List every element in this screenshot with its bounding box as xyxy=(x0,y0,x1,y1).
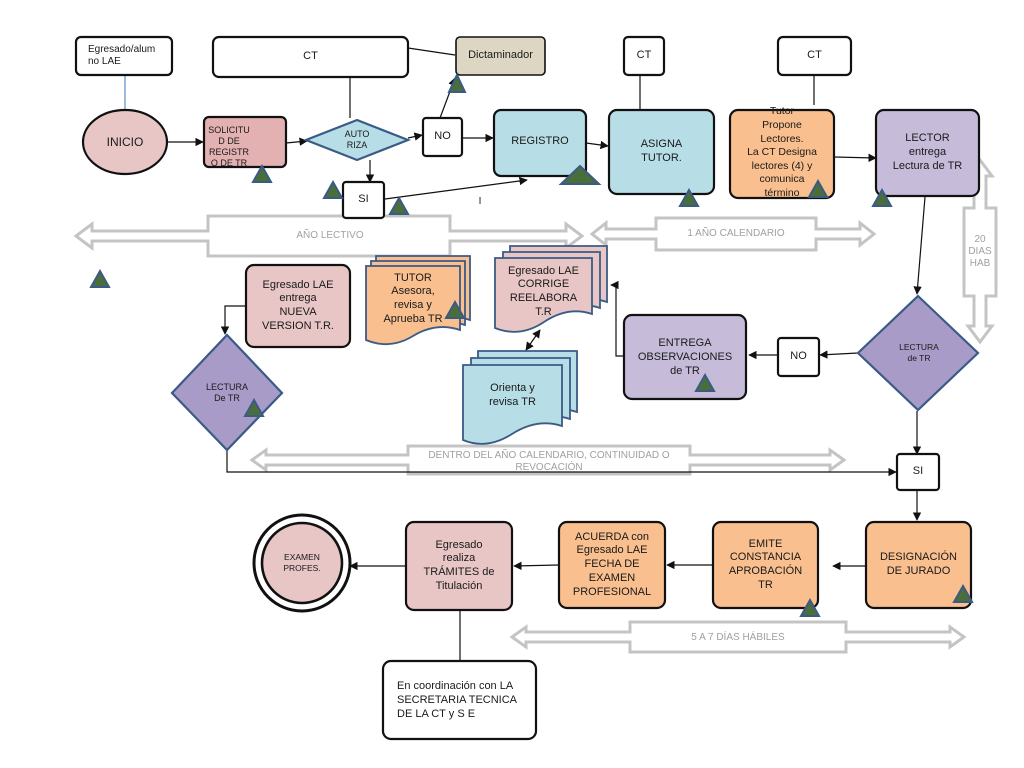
triangle-icon xyxy=(444,299,466,319)
ct-propone-box xyxy=(776,35,853,77)
timeline-ano-calendario-label: 1 AÑO CALENDARIO xyxy=(687,227,785,239)
orienta-stack xyxy=(462,350,578,445)
triangle-icon xyxy=(558,164,602,185)
dictaminador-box xyxy=(455,36,546,76)
solicitud-label: SOLICITU D DE REGISTR O DE TR xyxy=(208,124,250,169)
timeline-ano-lectivo xyxy=(73,214,585,258)
triangle-icon xyxy=(447,72,467,93)
lectura-left-diamond xyxy=(170,333,284,452)
acuerda-box xyxy=(557,520,667,610)
coordinacion-label: En coordinación con LA SECRETARIA TECNIC… xyxy=(397,680,518,720)
designacion-label: DESIGNACIÓN DE JURADO xyxy=(879,551,957,577)
timeline-20-dias-label: 20 DIAS HAB xyxy=(968,234,992,269)
dictaminador-label: Dictaminador xyxy=(468,49,533,62)
si-top-label: SI xyxy=(358,193,369,206)
i-mark-label: I xyxy=(478,195,482,207)
si-bottom-label: SI xyxy=(912,465,924,478)
timeline-20-dias xyxy=(962,157,998,345)
registro-box xyxy=(492,108,588,178)
no-top-box xyxy=(421,116,464,158)
timeline-ano-lectivo-label: AÑO LECTIVO xyxy=(296,229,364,241)
registro-label: REGISTRO xyxy=(511,135,569,148)
ct-top-label: CT xyxy=(303,50,318,63)
timeline-arrows xyxy=(73,157,998,654)
timeline-5-7-dias xyxy=(509,620,967,654)
triangle-icon xyxy=(952,583,974,603)
egresado-nueva-label: Egresado LAE entrega NUEVA VERSION T.R. xyxy=(262,278,334,332)
no-mid-box xyxy=(776,336,821,378)
tramites-box xyxy=(404,520,514,612)
designacion-box xyxy=(864,520,973,610)
no-top-label: NO xyxy=(434,130,451,143)
examen-label: EXAMEN PROFES. xyxy=(283,552,321,573)
lectura-right-label: LECTURA de TR xyxy=(899,342,939,363)
coordinacion-box xyxy=(381,659,538,741)
si-bottom-box xyxy=(895,452,941,492)
triangle-icon xyxy=(388,195,410,215)
no-mid-label: NO xyxy=(790,350,807,363)
triangle-icon xyxy=(799,597,821,617)
asigna-tutor-label: ASIGNA TUTOR. xyxy=(640,138,683,164)
ct-asigna-box xyxy=(622,35,666,77)
triangle-icon xyxy=(871,187,893,207)
autoriza-label: AUTO RIZA xyxy=(344,128,370,150)
acuerda-label: ACUERDA con Egresado LAE FECHA DE EXAMEN… xyxy=(572,530,652,598)
timeline-continuidad xyxy=(249,444,847,476)
inicio-node xyxy=(81,108,169,176)
egresado-alumno-box xyxy=(74,35,174,77)
lectura-left-label: LECTURA De TR xyxy=(205,381,248,403)
timeline-continuidad-label: DENTRO DEL AÑO CALENDARIO, CONTINUIDAD O… xyxy=(428,449,670,474)
egresado-corrige-stack xyxy=(494,245,608,333)
triangle-icon xyxy=(678,187,700,207)
triangle-icon xyxy=(807,178,829,198)
triangle-icon xyxy=(694,372,716,392)
orienta-label: Orienta y revisa TR xyxy=(489,382,536,408)
tramites-label: Egresado realiza TRÁMITES de Titulación xyxy=(423,538,495,592)
egresado-corrige-label: Egresado LAE CORRIGE REELABORA T.R xyxy=(508,264,579,318)
ct-asigna-label: CT xyxy=(636,49,652,62)
lector-entrega-label: LECTOR entrega Lectura de TR xyxy=(892,132,963,172)
triangle-icon xyxy=(89,268,111,288)
triangle-icon xyxy=(251,163,273,183)
tutor-asesora-label: TUTOR Asesora, revisa y Aprueba TR xyxy=(383,271,443,325)
entrega-obs-box xyxy=(622,313,748,401)
tutor-propone-box xyxy=(728,108,836,200)
emite-label: EMITE CONSTANCIA APROBACIÓN TR xyxy=(728,537,803,591)
warning-triangles xyxy=(89,72,974,617)
triangle-icon xyxy=(243,397,265,417)
lector-entrega-box xyxy=(874,108,981,198)
ct-propone-label: CT xyxy=(807,49,822,62)
si-top-box xyxy=(341,180,386,220)
timeline-ano-calendario xyxy=(589,216,877,252)
connectors xyxy=(124,47,926,661)
solicitud-box xyxy=(202,115,288,169)
lectura-right-diamond xyxy=(856,294,980,412)
inicio-label: INICIO xyxy=(106,134,144,149)
emite-box xyxy=(711,520,820,610)
egresado-alumno-label: Egresado/alum no LAE xyxy=(88,43,156,68)
ct-top-box xyxy=(211,35,410,79)
autoriza-diamond xyxy=(302,118,412,162)
entrega-obs-label: ENTREGA OBSERVACIONES de TR xyxy=(637,337,733,377)
tutor-asesora-stack xyxy=(365,255,471,346)
examen-inner-node xyxy=(260,521,344,605)
tutor-propone-label: Tutor Propone Lectores. La CT Designa le… xyxy=(747,105,817,200)
timeline-5-7-dias-label: 5 A 7 DÍAS HÁBILES xyxy=(691,631,785,643)
egresado-nueva-box xyxy=(244,263,352,349)
triangle-icon xyxy=(322,179,344,199)
asigna-tutor-box xyxy=(607,108,716,196)
